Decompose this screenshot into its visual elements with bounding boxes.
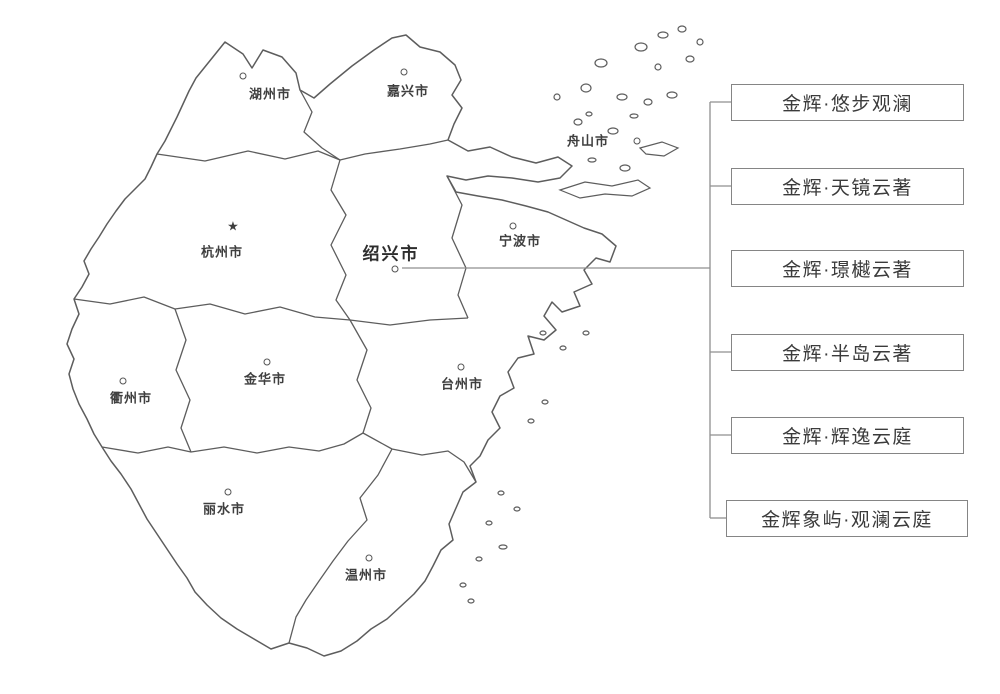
city-boundary-jinhua-taizhou [349, 319, 372, 434]
city-boundary-huzhou-south [156, 139, 449, 162]
island [685, 55, 695, 63]
city-label-huzhou: 湖州市 [248, 86, 292, 102]
project-label: 金辉·天镜云著 [782, 178, 913, 199]
islet [485, 520, 493, 526]
city-marker-zhoushan [633, 137, 641, 145]
city-boundary-taizhou-wenzhou [362, 432, 477, 483]
project-box-huiyi-yunting: 金辉·辉逸云庭 [731, 417, 964, 454]
islet [582, 330, 590, 336]
project-box-jingyue-yunzhu: 金辉·璟樾云著 [731, 250, 964, 287]
city-label-zhoushan: 舟山市 [566, 133, 610, 149]
islet [527, 418, 535, 424]
city-boundary-hangzhou-south [73, 296, 351, 321]
island [616, 93, 628, 101]
city-marker-lishui [224, 488, 232, 496]
city-boundary-lishui-north [101, 432, 364, 454]
island [677, 25, 687, 33]
city-marker-jinhua [263, 358, 271, 366]
island [643, 98, 653, 106]
project-box-bandao-yunzhu: 金辉·半岛云著 [731, 334, 964, 371]
island-zhoushan-main [558, 179, 652, 199]
islet [539, 330, 547, 336]
island [654, 63, 662, 71]
islet [459, 582, 467, 588]
city-label-quzhou: 衢州市 [109, 390, 153, 406]
city-label-jiaxing: 嘉兴市 [386, 83, 430, 99]
island [634, 42, 648, 52]
island [696, 38, 704, 46]
project-label: 金辉象屿·观澜云庭 [761, 510, 933, 531]
islet [497, 490, 505, 496]
city-marker-taizhou [457, 363, 465, 371]
city-boundary-shaoxing-ningbo [446, 175, 469, 319]
project-box-youbu-guanlan: 金辉·悠步观澜 [731, 84, 964, 121]
city-boundary-huzhou-jiaxing [299, 89, 341, 161]
island [573, 118, 583, 126]
island [594, 58, 608, 68]
city-boundary-hangzhou-shaoxing [330, 159, 351, 321]
capital-star-icon: ★ [227, 218, 239, 234]
city-marker-shaoxing [391, 265, 399, 273]
city-marker-wenzhou [365, 554, 373, 562]
project-box-xiangyu-guanlan-yunting: 金辉象屿·观澜云庭 [726, 500, 968, 537]
project-label: 金辉·半岛云著 [782, 344, 913, 365]
city-boundary-shaoxing-south [349, 317, 469, 326]
province-outline [66, 34, 617, 657]
island [607, 127, 619, 135]
island [657, 31, 669, 39]
city-marker-ningbo [509, 222, 517, 230]
city-label-shaoxing: 绍兴市 [362, 244, 420, 264]
city-boundary-lishui-wenzhou [288, 448, 393, 644]
project-label: 金辉·辉逸云庭 [782, 427, 913, 448]
city-label-ningbo: 宁波市 [498, 233, 542, 249]
islet [513, 506, 521, 512]
project-label: 金辉·悠步观澜 [782, 94, 913, 115]
island [587, 157, 597, 163]
project-box-tianjing-yunzhu: 金辉·天镜云著 [731, 168, 964, 205]
city-label-taizhou: 台州市 [440, 376, 484, 392]
islet [475, 556, 483, 562]
island [619, 164, 631, 172]
islet [541, 399, 549, 405]
islet [467, 598, 475, 604]
city-marker-jiaxing [400, 68, 408, 76]
city-label-lishui: 丽水市 [202, 501, 246, 517]
island [553, 93, 561, 101]
city-boundary-quzhou-jinhua [174, 308, 192, 453]
islet [559, 345, 567, 351]
city-label-hangzhou: 杭州市 [200, 244, 244, 260]
project-label: 金辉·璟樾云著 [782, 260, 913, 281]
island [629, 113, 639, 119]
city-label-jinhua: 金华市 [243, 371, 287, 387]
island [666, 91, 678, 99]
island [585, 111, 593, 117]
city-label-wenzhou: 温州市 [344, 567, 388, 583]
islet [498, 544, 508, 550]
city-marker-huzhou [239, 72, 247, 80]
island [580, 83, 592, 93]
island-daishan [638, 141, 680, 157]
city-marker-quzhou [119, 377, 127, 385]
